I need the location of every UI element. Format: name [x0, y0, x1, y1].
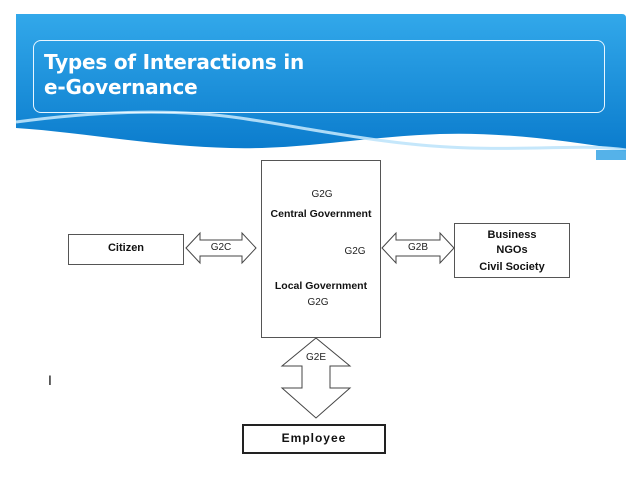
title-line-2: e-Governance — [44, 75, 198, 99]
title-line-1: Types of Interactions in — [44, 50, 305, 74]
local-cycle-label: G2G — [307, 297, 329, 308]
business-label: Business — [487, 229, 537, 241]
citizen-label: Citizen — [107, 242, 145, 254]
government-box — [261, 160, 381, 338]
header-background — [16, 14, 626, 150]
citizen-box — [68, 234, 184, 265]
local-government-label: Local Government — [274, 280, 368, 292]
business-box — [454, 223, 570, 278]
slide-title: Types of Interactions in e-Governance — [44, 50, 404, 100]
g2c-label: G2C — [210, 242, 232, 253]
central-cycle-label: G2G — [311, 189, 333, 200]
employee-box — [242, 424, 386, 454]
g2e-arrow — [280, 337, 352, 419]
header-wave-accent — [596, 150, 626, 160]
central-government-label: Central Government — [270, 208, 372, 220]
g2c-arrow — [185, 231, 257, 265]
employee-label: Employee — [281, 431, 347, 445]
g2b-label: G2B — [407, 242, 428, 253]
g2g-vertical-label: G2G — [344, 246, 366, 257]
ngos-label: NGOs — [496, 244, 528, 256]
civil-society-label: Civil Society — [479, 261, 545, 273]
stray-text-mark: I — [48, 372, 52, 388]
g2e-label: G2E — [305, 352, 326, 363]
title-frame — [33, 40, 605, 113]
